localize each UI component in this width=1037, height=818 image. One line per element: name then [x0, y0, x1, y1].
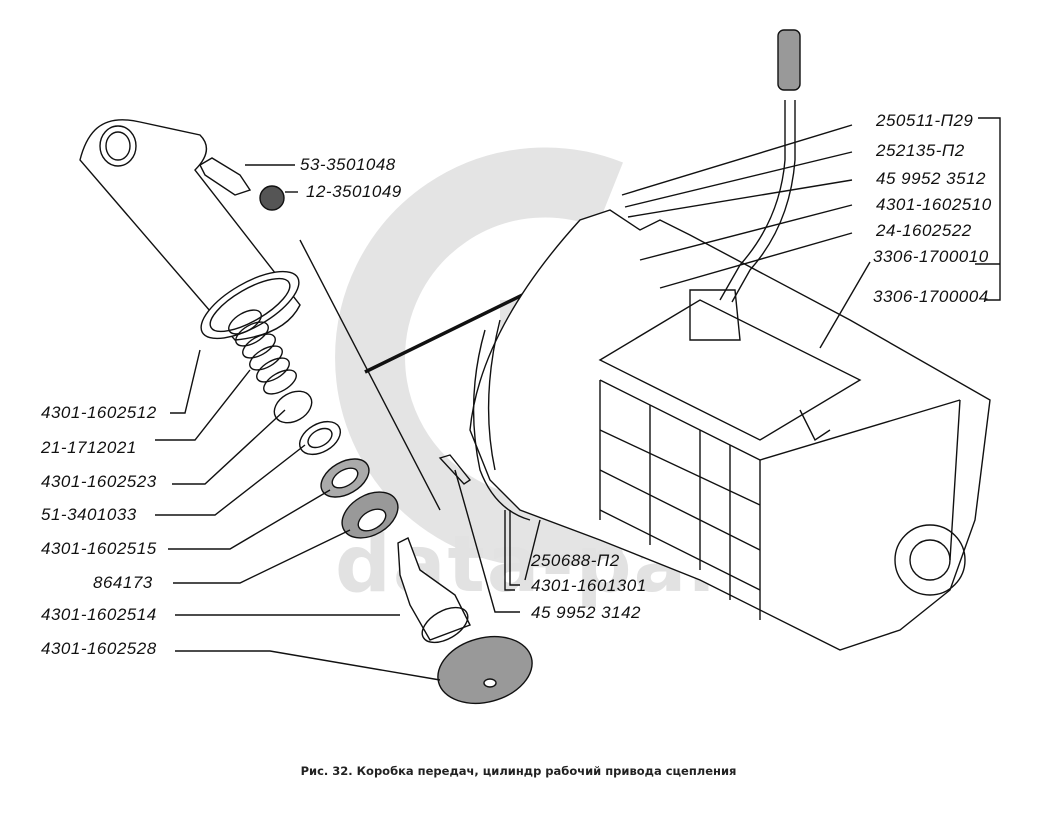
part-label: 4301-1602515 [41, 539, 157, 558]
bolt [438, 454, 472, 485]
part-label: 53-3501048 [300, 155, 396, 174]
gear-knob [777, 29, 801, 91]
part-label: 250688-П2 [531, 551, 620, 570]
part-label: 24-1602522 [876, 221, 972, 240]
part-label: 4301-1602512 [41, 403, 157, 422]
part-label: 864173 [93, 573, 153, 592]
cylinder-body [79, 119, 301, 341]
part-label: 45 9952 3142 [531, 603, 641, 622]
part-label: 4301-1602510 [876, 195, 992, 214]
boot-ring [273, 390, 313, 424]
part-label: 12-3501049 [306, 182, 402, 201]
part-label: 4301-1602514 [41, 605, 157, 624]
gear-lever [719, 100, 786, 301]
spring [228, 309, 297, 395]
part-label: 21-1712021 [41, 438, 137, 457]
boot [437, 635, 533, 705]
figure-caption: Рис. 32. Коробка передач, цилиндр рабочи… [300, 764, 737, 778]
part-label: 51-3401033 [41, 505, 137, 524]
piston [397, 537, 471, 641]
gearbox-housing [469, 209, 991, 651]
bleeder-valve [199, 157, 252, 196]
part-label: 45 9952 3512 [876, 169, 986, 188]
part-label: 4301-1602523 [41, 472, 157, 491]
part-label: 3306-1700004 [873, 287, 989, 306]
part-label: 3306-1700010 [873, 247, 989, 266]
shift-rod-lever [799, 409, 831, 442]
part-label: 4301-1602528 [41, 639, 157, 658]
part-label: 4301-1601301 [531, 576, 647, 595]
part-label: 250511-П29 [876, 111, 974, 130]
part-label: 252135-П2 [876, 141, 965, 160]
bleeder-cap [259, 185, 285, 211]
cup-seal [299, 420, 341, 456]
axis-line [299, 239, 441, 511]
